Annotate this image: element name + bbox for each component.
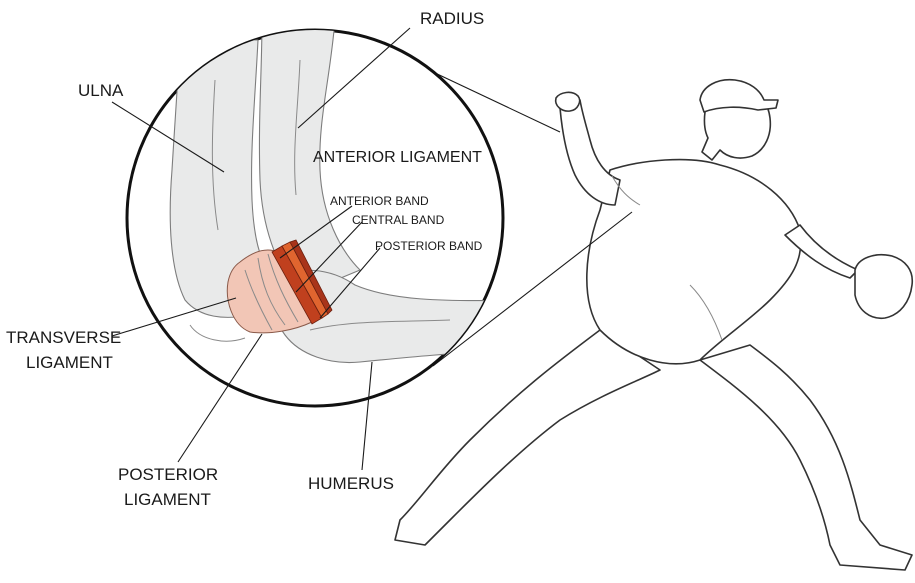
- label-humerus: HUMERUS: [308, 474, 394, 493]
- pitcher-cap: [700, 80, 778, 112]
- baseball: [556, 92, 580, 111]
- label-anterior-band: ANTERIOR BAND: [330, 194, 429, 208]
- label-ulna: ULNA: [78, 81, 124, 100]
- pitcher-torso: [587, 160, 801, 364]
- baseball-glove: [855, 255, 912, 318]
- label-posterior-band: POSTERIOR BAND: [375, 239, 483, 253]
- label-anterior-ligament: ANTERIOR LIGAMENT: [313, 149, 482, 166]
- pitcher-throwing-arm: [560, 100, 620, 205]
- label-radius: RADIUS: [420, 9, 484, 28]
- label-transverse-ligament-line1: TRANSVERSE: [6, 328, 121, 347]
- label-posterior-ligament-line1: POSTERIOR: [118, 465, 218, 484]
- label-transverse-ligament-line2: LIGAMENT: [26, 353, 113, 372]
- label-posterior-ligament-line2: LIGAMENT: [124, 490, 211, 509]
- pitcher-front-leg: [700, 345, 912, 570]
- label-central-band: CENTRAL BAND: [352, 213, 445, 227]
- magnified-elbow-view: [127, 20, 520, 406]
